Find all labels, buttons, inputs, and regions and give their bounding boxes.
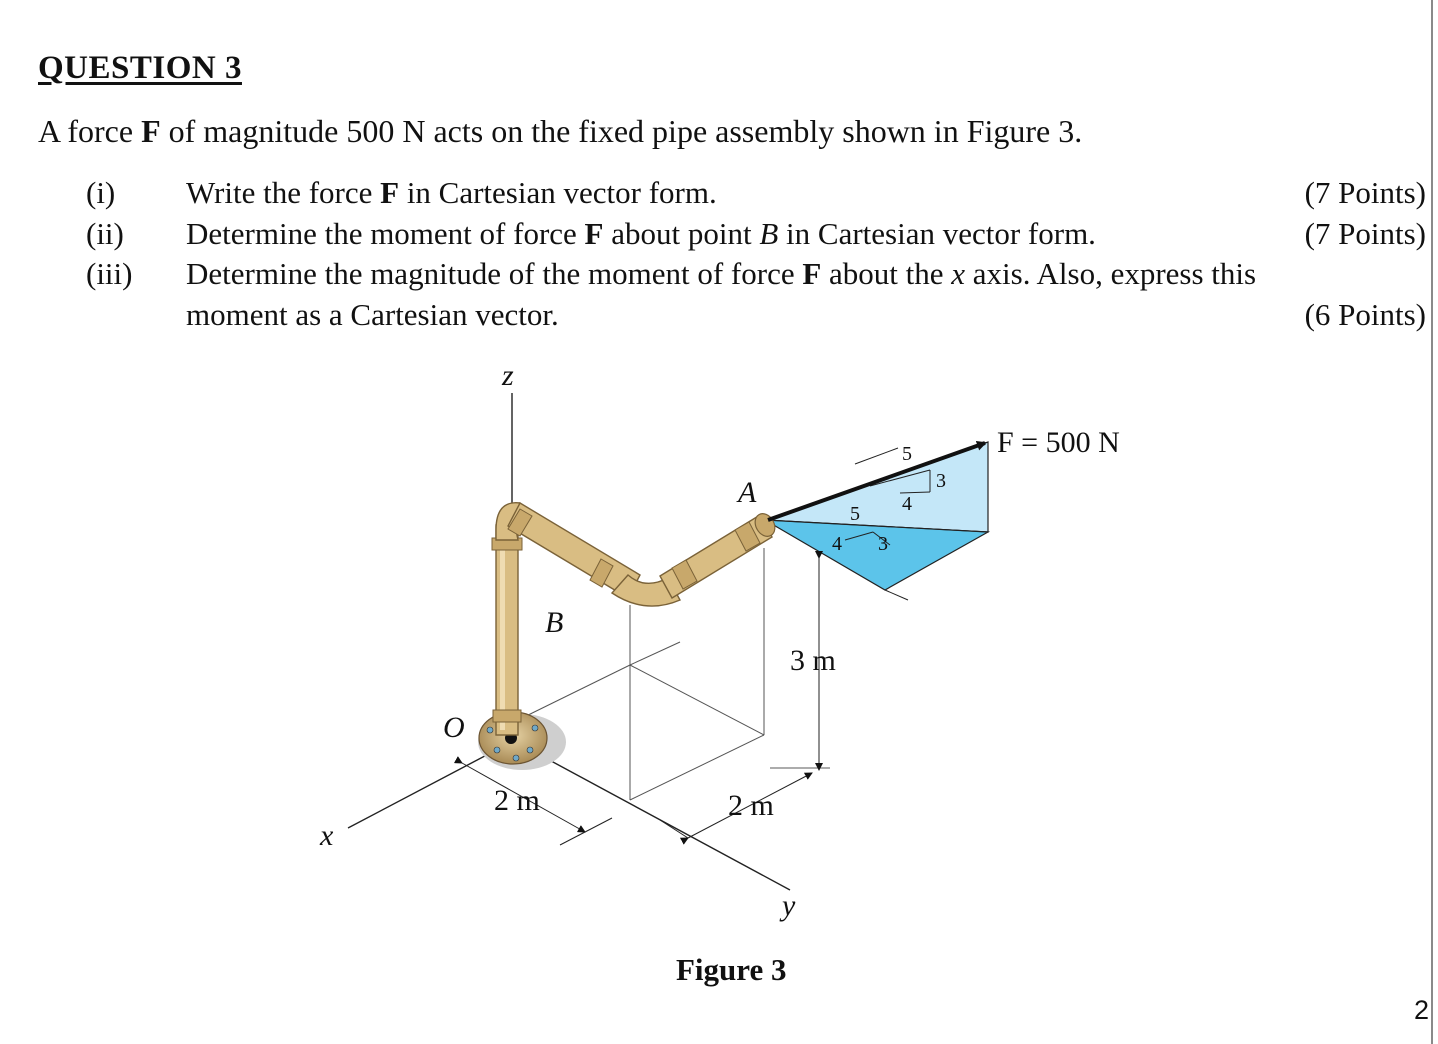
part-2-pre: Determine the moment of force bbox=[186, 216, 585, 251]
pipe-coupling-mid-2 bbox=[589, 558, 614, 588]
question-title: QUESTION 3 bbox=[38, 50, 242, 86]
part-1-force-symbol: F bbox=[380, 175, 400, 210]
origin-label: O bbox=[443, 711, 465, 744]
construction-line-5 bbox=[629, 641, 681, 666]
y-axis-line bbox=[539, 754, 791, 891]
question-intro: A force F of magnitude 500 N acts on the… bbox=[38, 113, 1082, 150]
pipe-coupling-b bbox=[671, 559, 698, 590]
plane-upper-edge bbox=[854, 447, 899, 465]
part-1-pre: Write the force bbox=[186, 175, 381, 210]
part-3-force-symbol: F bbox=[802, 256, 822, 291]
part-2-post: in Cartesian vector form. bbox=[778, 216, 1096, 251]
plane-guide-1 bbox=[869, 469, 931, 487]
pipe-vertical-highlight bbox=[500, 530, 505, 730]
bolt-icon bbox=[512, 754, 520, 762]
part-2-force-symbol: F bbox=[584, 216, 604, 251]
dim-y-label: 2 m bbox=[728, 789, 774, 822]
part-2-text: Determine the moment of force F about po… bbox=[186, 216, 1096, 252]
dim-x-ext bbox=[559, 817, 613, 846]
force-label: F = 500 N bbox=[997, 426, 1120, 459]
part-3-points: (6 Points) bbox=[1304, 297, 1426, 332]
intro-text-post: of magnitude 500 N acts on the fixed pip… bbox=[160, 113, 1083, 149]
part-3-pre: Determine the magnitude of the moment of… bbox=[186, 256, 803, 291]
page-number: 2 bbox=[1414, 995, 1430, 1025]
part-2-mid: about point bbox=[603, 216, 760, 251]
pipe-coupling-a bbox=[734, 521, 761, 552]
x-axis-label: x bbox=[319, 819, 334, 852]
upper-triangle-base: 4 bbox=[902, 493, 912, 515]
dim-y-line bbox=[679, 772, 813, 845]
dim-x-line bbox=[453, 756, 586, 833]
lower-triangle-base: 4 bbox=[832, 533, 842, 555]
x-axis-line bbox=[347, 747, 501, 829]
construction-line-6 bbox=[517, 664, 631, 721]
bolt-icon bbox=[493, 746, 501, 754]
bolt-icon bbox=[531, 724, 539, 732]
plane-extension bbox=[884, 589, 909, 601]
dim-x-label: 2 m bbox=[494, 784, 540, 817]
intro-text-pre: A force bbox=[38, 113, 142, 149]
part-2-point-symbol: B bbox=[759, 216, 779, 251]
intro-force-symbol: F bbox=[141, 113, 161, 149]
plane-guide-2 bbox=[899, 491, 931, 494]
part-3-text-line2: moment as a Cartesian vector. bbox=[186, 297, 559, 332]
plane-diagonal bbox=[764, 519, 989, 533]
z-axis-label: z bbox=[501, 359, 514, 392]
dim-z-label: 3 m bbox=[790, 644, 836, 677]
upper-triangle-side: 3 bbox=[936, 470, 946, 492]
part-3-mid: about the bbox=[821, 256, 952, 291]
pipe-coupling-bottom bbox=[492, 709, 522, 723]
bolt-icon bbox=[526, 746, 534, 754]
part-3-number: (iii) bbox=[86, 256, 133, 291]
part-1-text: Write the force F in Cartesian vector fo… bbox=[186, 175, 717, 211]
point-a-label: A bbox=[736, 476, 757, 509]
point-b-label: B bbox=[545, 606, 563, 639]
y-axis-label: y bbox=[779, 889, 796, 922]
part-1-number: (i) bbox=[86, 175, 116, 210]
construction-line-3 bbox=[629, 664, 765, 736]
dim-y-ext bbox=[659, 819, 689, 839]
part-2-points: (7 Points) bbox=[1304, 216, 1426, 251]
construction-line-4 bbox=[629, 734, 765, 801]
plane-guide-4 bbox=[844, 531, 874, 541]
part-1-points: (7 Points) bbox=[1304, 175, 1426, 210]
bolt-icon bbox=[486, 726, 494, 734]
part-3-axis-symbol: x bbox=[951, 256, 966, 291]
part-2-number: (ii) bbox=[86, 216, 124, 251]
lower-triangle-side: 3 bbox=[878, 533, 888, 555]
upper-triangle-hyp: 5 bbox=[902, 443, 912, 465]
part-3-post: axis. Also, express this bbox=[965, 256, 1257, 291]
pipe-segment-2 bbox=[659, 514, 773, 599]
plane-guide-5 bbox=[872, 531, 891, 546]
pipe-coupling-mid bbox=[507, 508, 533, 537]
pipe-vertical bbox=[495, 524, 519, 736]
page-right-border bbox=[1431, 0, 1433, 1044]
force-arrow bbox=[767, 440, 987, 522]
part-3-text: Determine the magnitude of the moment of… bbox=[186, 256, 1256, 292]
figure-caption: Figure 3 bbox=[676, 952, 787, 987]
part-1-post: in Cartesian vector form. bbox=[399, 175, 717, 210]
lower-triangle-hyp: 5 bbox=[850, 503, 860, 525]
